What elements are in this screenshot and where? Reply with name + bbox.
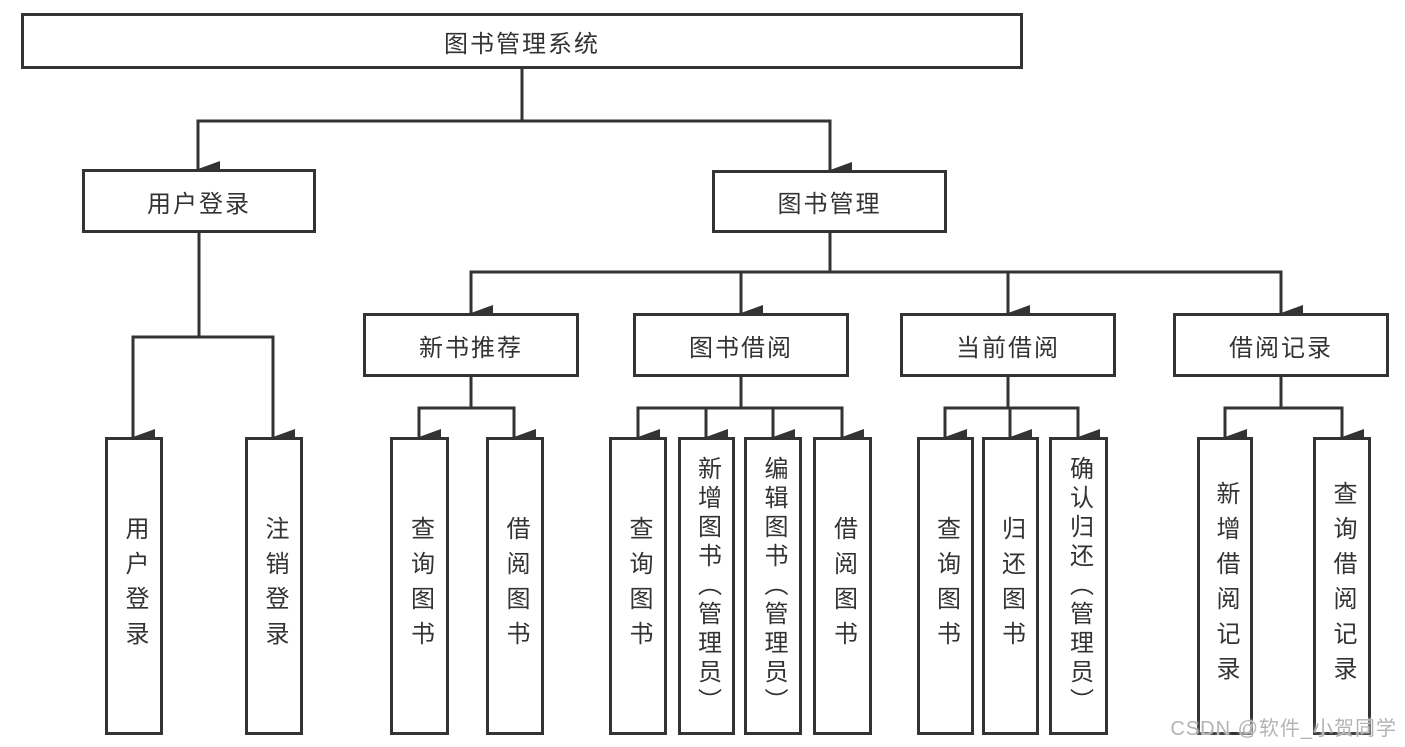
leaf-logout: 注销登录 (245, 437, 303, 735)
leaf-query-books-recommend: 查询图书 (390, 437, 449, 735)
node-borrowing-records: 借阅记录 (1173, 313, 1389, 377)
leaf-query-books-borrow: 查询图书 (609, 437, 667, 735)
leaf-add-borrow-record: 新增借阅记录 (1197, 437, 1253, 735)
node-label: 查询图书 (932, 516, 960, 656)
node-label: 查询借阅记录 (1329, 481, 1356, 691)
node-user-login: 用户登录 (82, 169, 316, 233)
node-book-borrowing: 图书借阅 (633, 313, 849, 377)
node-label: 图书借阅 (689, 334, 793, 362)
node-label: 注销登录 (261, 516, 288, 656)
node-label: 新增借阅记录 (1212, 481, 1239, 691)
csdn-watermark: CSDN @软件_小贺同学 (1170, 718, 1397, 740)
leaf-edit-books-admin: 编辑图书（管理员） (744, 437, 802, 735)
leaf-borrow-books: 借阅图书 (813, 437, 872, 735)
leaf-user-login: 用户登录 (105, 437, 163, 735)
node-library-management-system: 图书管理系统 (21, 13, 1023, 69)
node-label: 用户登录 (121, 516, 148, 656)
node-label: 查询图书 (625, 516, 652, 656)
node-label: 借阅记录 (1229, 334, 1333, 362)
leaf-query-books-current: 查询图书 (917, 437, 974, 735)
node-label: 借阅图书 (502, 516, 529, 656)
node-book-management: 图书管理 (712, 170, 947, 233)
node-label: 编辑图书（管理员） (760, 455, 787, 717)
node-label: 确认归还（管理员） (1065, 455, 1093, 717)
node-label: 新增图书（管理员） (693, 455, 721, 717)
node-label: 新书推荐 (419, 334, 523, 362)
node-label: 当前借阅 (956, 334, 1060, 362)
node-current-borrowing: 当前借阅 (900, 313, 1116, 377)
leaf-query-borrow-record: 查询借阅记录 (1313, 437, 1371, 735)
leaf-add-books-admin: 新增图书（管理员） (678, 437, 735, 735)
node-label: 归还图书 (997, 516, 1025, 656)
node-label: 图书管理系统 (444, 30, 600, 58)
leaf-borrow-books-recommend: 借阅图书 (486, 437, 544, 735)
leaf-return-books: 归还图书 (982, 437, 1039, 735)
node-label: 图书管理 (777, 191, 882, 218)
node-new-book-recommendation: 新书推荐 (363, 313, 579, 377)
leaf-confirm-return-admin: 确认归还（管理员） (1049, 437, 1108, 735)
node-label: 借阅图书 (829, 516, 857, 656)
node-label: 用户登录 (147, 190, 251, 218)
node-label: 查询图书 (406, 516, 434, 656)
